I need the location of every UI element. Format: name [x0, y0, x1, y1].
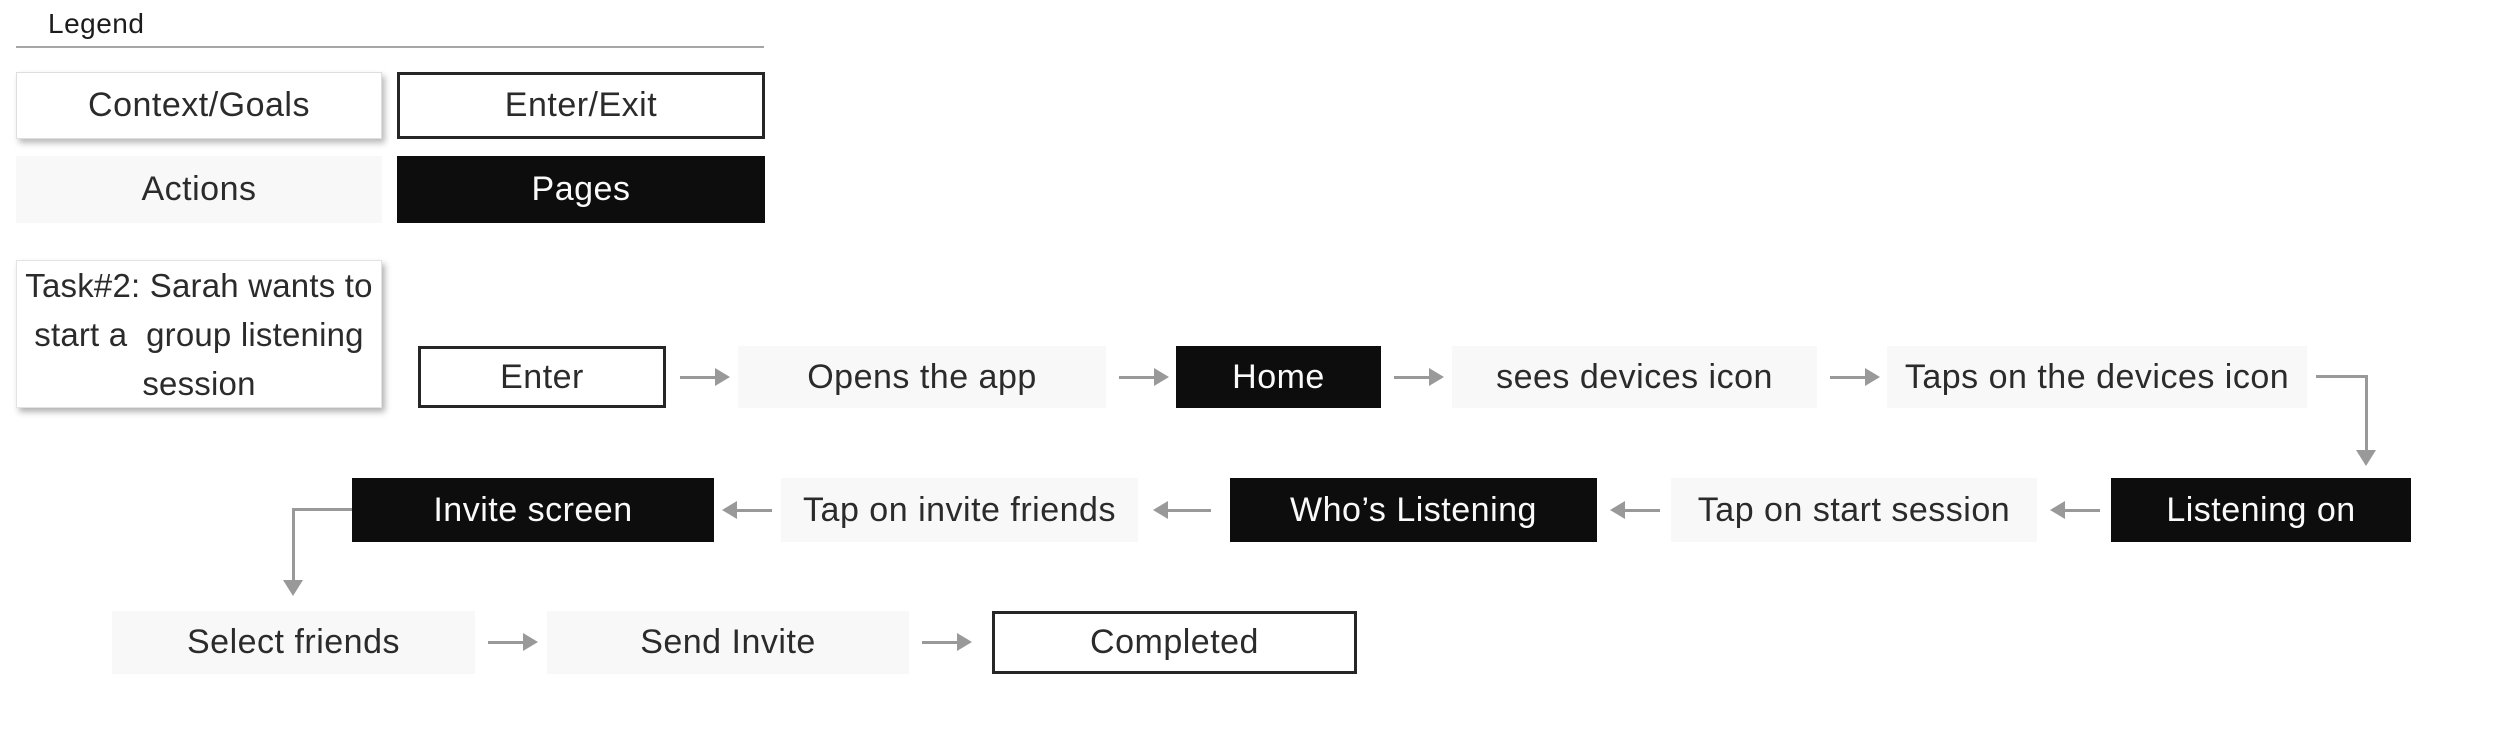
flow-node-completed: Completed — [992, 611, 1357, 674]
flow-node-whos-listening: Who’s Listening — [1230, 478, 1597, 542]
arrow-right-icon — [1830, 368, 1880, 386]
flow-node-opens-the-app: Opens the app — [738, 346, 1106, 408]
legend-item-actions: Actions — [16, 156, 382, 223]
flow-node-enter: Enter — [418, 346, 666, 408]
arrow-right-icon — [680, 368, 730, 386]
arrow-left-icon — [1153, 501, 1211, 519]
arrow-right-icon — [922, 633, 972, 651]
arrow-left-icon — [1610, 501, 1660, 519]
arrow-right-icon — [1119, 368, 1169, 386]
flow-node-taps-devices-icon: Taps on the devices icon — [1887, 346, 2307, 408]
legend-item-enter-exit: Enter/Exit — [397, 72, 765, 139]
arrow-right-icon — [1394, 368, 1444, 386]
flow-node-send-invite: Send Invite — [547, 611, 909, 674]
elbow-connector-line — [2316, 375, 2368, 378]
flow-node-listening-on: Listening on — [2111, 478, 2411, 542]
flow-node-home: Home — [1176, 346, 1381, 408]
flow-node-sees-devices-icon: sees devices icon — [1452, 346, 1817, 408]
flow-node-invite-screen: Invite screen — [352, 478, 714, 542]
legend-item-pages: Pages — [397, 156, 765, 223]
task-line-1: Task#2: Sarah wants to — [25, 266, 373, 304]
legend-title: Legend — [48, 8, 145, 39]
elbow-connector-line — [293, 508, 352, 511]
arrow-down-icon — [283, 580, 303, 596]
flow-node-tap-invite-friends: Tap on invite friends — [781, 478, 1138, 542]
elbow-connector-line — [2365, 375, 2368, 450]
task-line-3: session — [142, 364, 256, 402]
flow-node-select-friends: Select friends — [112, 611, 475, 674]
legend-divider — [16, 46, 764, 48]
task-context-box: Task#2: Sarah wants to start a group lis… — [16, 260, 382, 408]
task-line-2: start a group listening — [34, 315, 364, 353]
arrow-down-icon — [2356, 450, 2376, 466]
arrow-left-icon — [722, 501, 772, 519]
arrow-left-icon — [2050, 501, 2100, 519]
elbow-connector-line — [292, 508, 295, 580]
arrow-right-icon — [488, 633, 538, 651]
flow-node-tap-start-session: Tap on start session — [1671, 478, 2037, 542]
legend-item-context-goals: Context/Goals — [16, 72, 382, 139]
